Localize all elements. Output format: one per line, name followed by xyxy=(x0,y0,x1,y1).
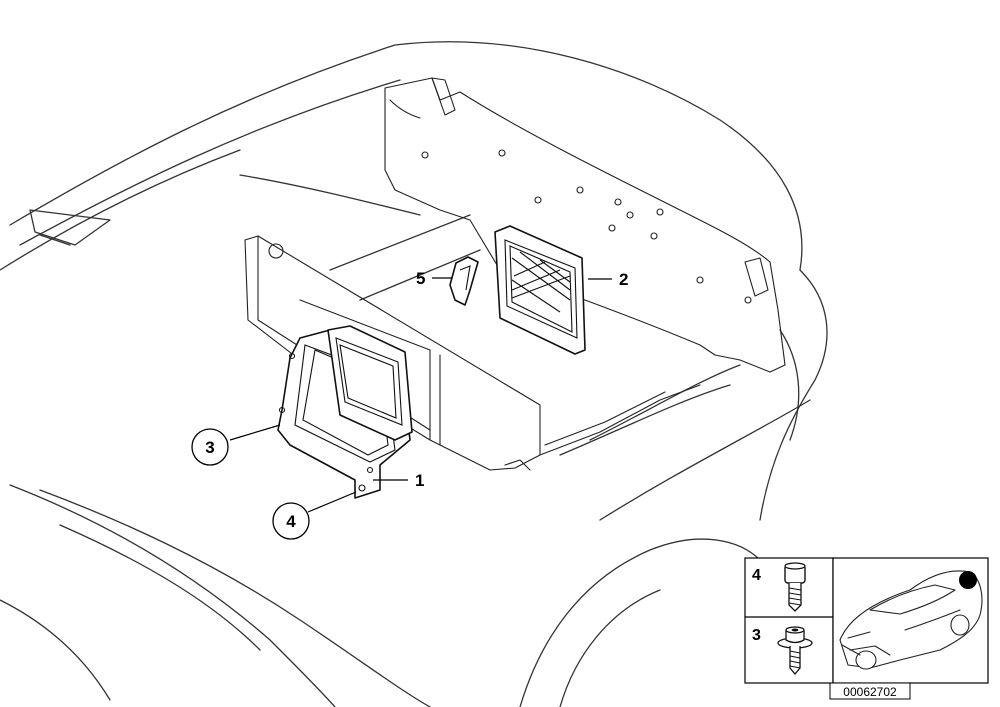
bolt-icon xyxy=(784,562,806,612)
fastener-legend: 4 3 0006 xyxy=(744,557,989,700)
vehicle-location-thumbnail xyxy=(839,570,983,670)
callout-4: 4 xyxy=(286,512,296,531)
callout-3-circle xyxy=(191,428,229,466)
location-marker xyxy=(959,571,977,589)
legend-item-4-label: 4 xyxy=(752,567,761,584)
part-2-grille xyxy=(494,225,586,355)
callouts: 5 2 1 3 4 xyxy=(191,269,628,540)
partition-board xyxy=(244,235,701,471)
leader-lines xyxy=(229,277,612,513)
callout-4-circle xyxy=(272,502,310,540)
leader-3 xyxy=(229,424,281,441)
leader-4 xyxy=(307,491,357,513)
car-body-outline xyxy=(0,41,828,707)
callout-1: 1 xyxy=(415,471,424,490)
part-1-seal xyxy=(327,325,413,441)
callout-5: 5 xyxy=(416,269,425,288)
legend-item-3-label: 3 xyxy=(752,627,761,644)
screw-icon xyxy=(777,626,813,676)
reference-number: 00062702 xyxy=(843,685,897,699)
part-5-clip xyxy=(449,256,479,306)
callout-3: 3 xyxy=(205,438,214,457)
callout-2: 2 xyxy=(619,270,628,289)
reference-box xyxy=(829,682,911,700)
